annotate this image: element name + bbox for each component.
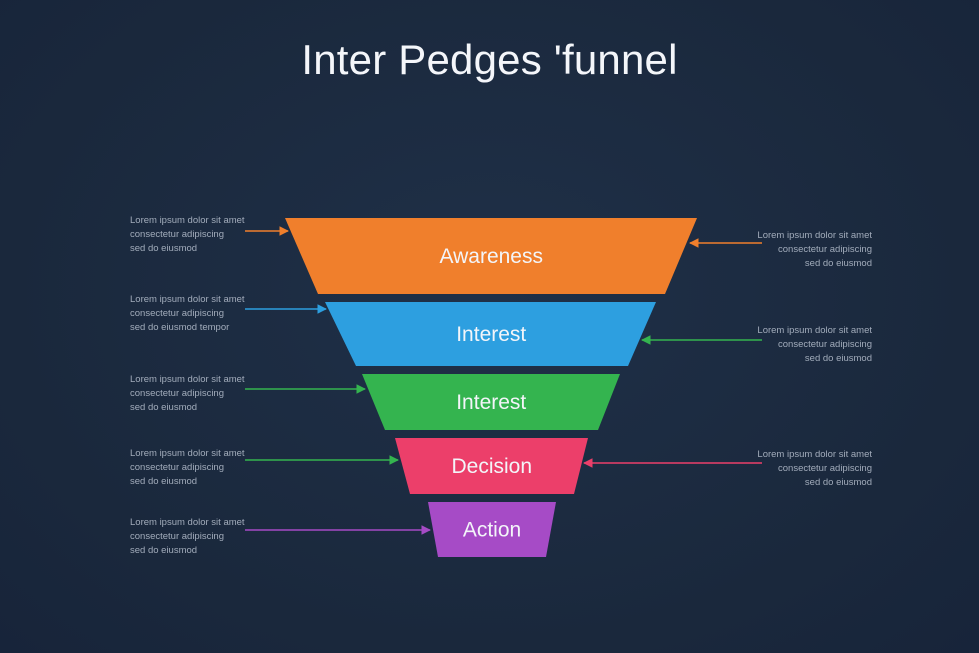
- right-note-2: Lorem ipsum dolor sit amet consectetur a…: [757, 325, 872, 364]
- left-note-3: Lorem ipsum dolor sit amet consectetur a…: [130, 374, 245, 413]
- funnel-stage-label-3: Interest: [456, 391, 526, 414]
- funnel-stage-1: [285, 218, 697, 294]
- funnel-stage-2: [325, 302, 656, 366]
- funnel-stage-3: [362, 374, 620, 430]
- right-note-1: Lorem ipsum dolor sit amet consectetur a…: [757, 230, 872, 269]
- left-note-4: Lorem ipsum dolor sit amet consectetur a…: [130, 448, 245, 487]
- funnel-stage-5: [428, 502, 556, 557]
- funnel-stage-4: [395, 438, 588, 494]
- left-note-1: Lorem ipsum dolor sit amet consectetur a…: [130, 215, 245, 254]
- right-note-3: Lorem ipsum dolor sit amet consectetur a…: [757, 449, 872, 488]
- funnel-stage-label-4: Decision: [451, 455, 532, 478]
- funnel-stage-label-2: Interest: [456, 323, 526, 346]
- left-note-5: Lorem ipsum dolor sit amet consectetur a…: [130, 517, 245, 556]
- page-title: Inter Pedges 'funnel: [301, 36, 678, 83]
- left-note-2: Lorem ipsum dolor sit amet consectetur a…: [130, 294, 245, 333]
- funnel-stage-label-1: Awareness: [439, 245, 543, 268]
- funnel-stage-label-5: Action: [463, 519, 521, 542]
